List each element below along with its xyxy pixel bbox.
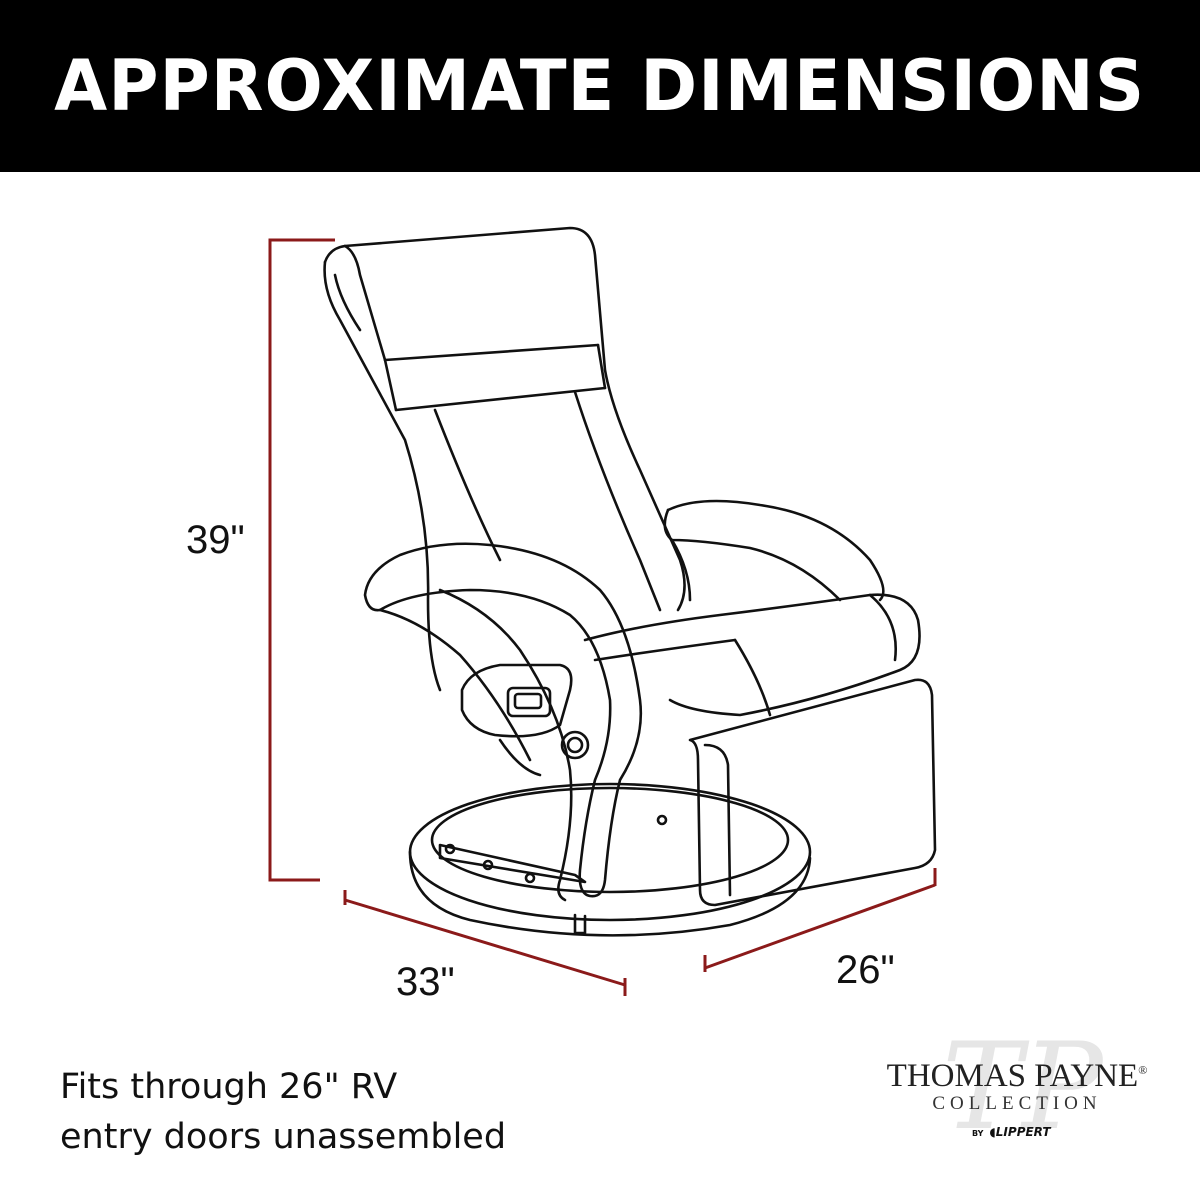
width-dimension-label: 26" <box>836 948 895 992</box>
maker-name: LIPPERT <box>995 1125 1051 1139</box>
width-dimension-line <box>703 868 937 972</box>
caption-line-1: Fits through 26" RV <box>60 1067 398 1107</box>
depth-dimension-label: 33" <box>396 960 455 1004</box>
footrest <box>688 678 937 907</box>
seat-cushion <box>583 593 921 717</box>
side-control-panel <box>460 663 590 777</box>
caption-line-2: entry doors unassembled <box>60 1117 507 1157</box>
height-dimension-line <box>268 238 335 882</box>
trademark-symbol: ® <box>1138 1063 1148 1077</box>
left-armrest <box>363 542 643 902</box>
brand-subtitle: COLLECTION <box>932 1093 1102 1114</box>
fit-caption: Fits through 26" RV entry doors unassemb… <box>60 1062 580 1162</box>
maker-logo: BY ◖LIPPERT <box>972 1125 1162 1139</box>
brand-name: THOMAS PAYNE <box>886 1058 1139 1094</box>
swivel-base <box>408 782 812 937</box>
by-text: BY <box>972 1129 984 1138</box>
header-banner: APPROXIMATE DIMENSIONS <box>0 0 1200 172</box>
brand-logo: TP THOMAS PAYNE® COLLECTION BY ◖LIPPERT <box>872 1018 1162 1157</box>
maker-icon: ◖ <box>989 1125 996 1139</box>
depth-dimension-line <box>343 890 627 996</box>
right-armrest <box>663 499 885 602</box>
backrest <box>323 226 686 692</box>
monogram-watermark: TP <box>942 1018 1103 1157</box>
page-title: APPROXIMATE DIMENSIONS <box>54 45 1146 127</box>
height-dimension-label: 39" <box>186 518 245 562</box>
